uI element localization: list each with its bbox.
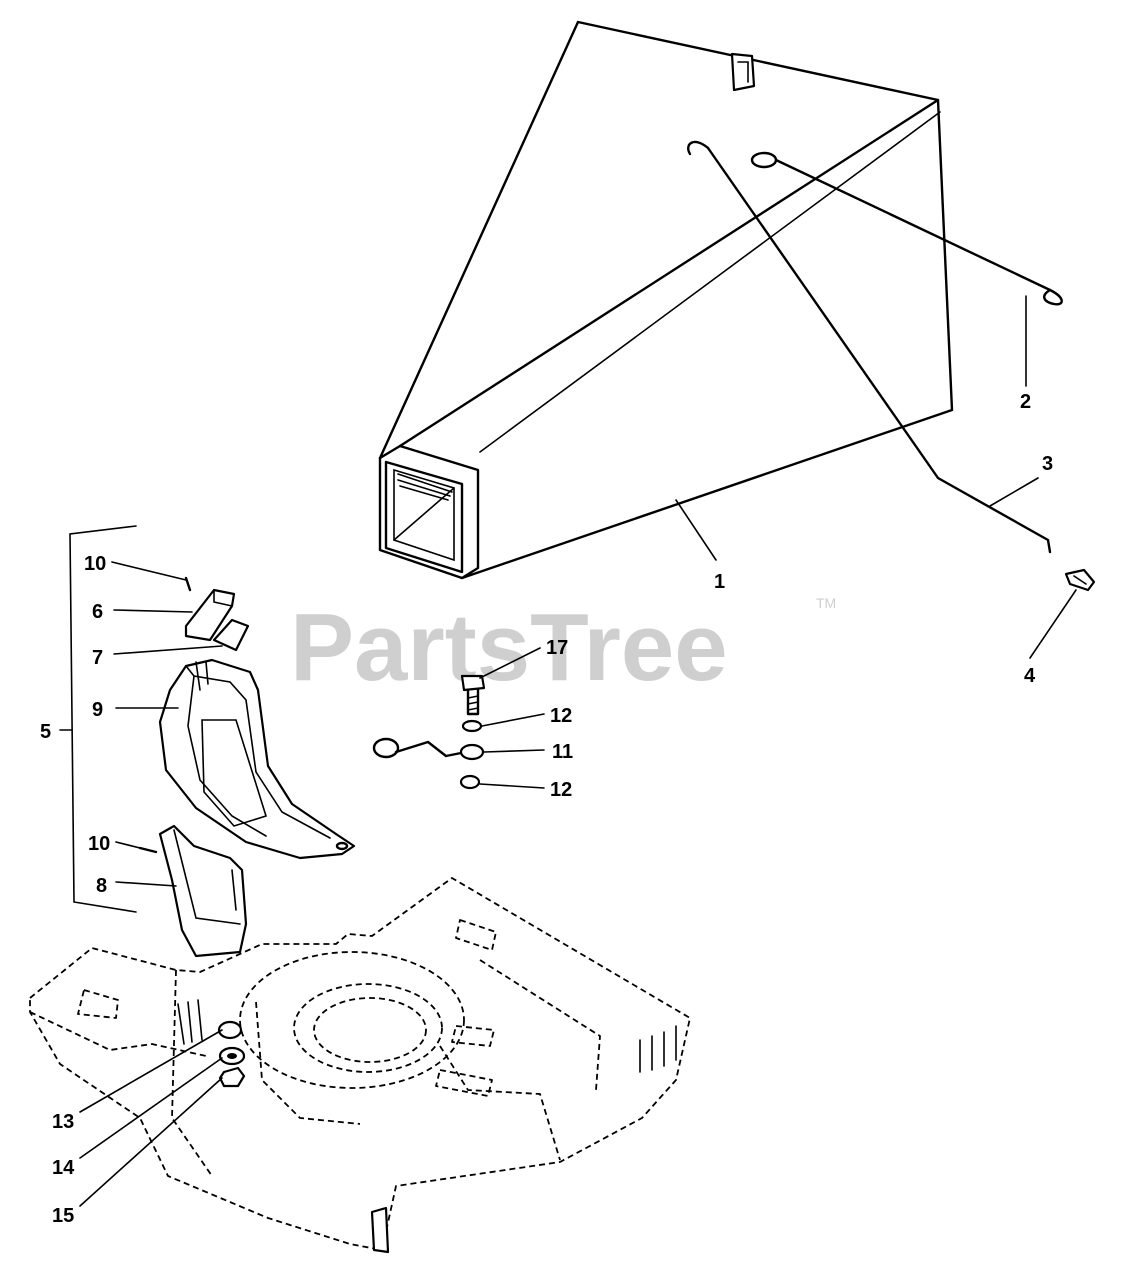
callout-15: 15	[52, 1205, 74, 1227]
callout-10-bottom: 10	[88, 833, 110, 855]
nut-15	[218, 1066, 246, 1088]
deflector-9	[158, 658, 356, 860]
callout-1: 1	[714, 571, 725, 593]
callout-8: 8	[96, 875, 107, 897]
callout-3: 3	[1042, 453, 1053, 475]
assembly-bracket-5	[59, 525, 137, 913]
washer-14-hole	[227, 1053, 237, 1059]
callout-9: 9	[92, 699, 103, 721]
spacer-13	[217, 1020, 243, 1040]
chute-door-8	[158, 824, 248, 958]
callout-2: 2	[1020, 391, 1031, 413]
screw-10-bottom	[138, 846, 158, 854]
clip-4	[1064, 568, 1096, 592]
grass-bag	[378, 20, 954, 580]
callout-13: 13	[52, 1111, 74, 1133]
callout-12-lower: 12	[550, 779, 572, 801]
callout-17: 17	[546, 637, 568, 659]
callout-14: 14	[52, 1157, 75, 1179]
support-rod-3	[687, 140, 1052, 554]
rod-11	[372, 737, 485, 761]
watermark-trademark: TM	[816, 595, 836, 611]
support-rod-2	[750, 151, 1063, 306]
callout-5: 5	[40, 721, 51, 743]
mower-deck	[29, 877, 691, 1254]
watermark: PartsTree	[290, 594, 728, 701]
washer-12-upper	[461, 719, 483, 733]
bolt-17	[460, 674, 486, 716]
callout-11: 11	[552, 741, 573, 763]
washer-12-lower	[459, 774, 481, 790]
plate-7	[212, 618, 250, 652]
callout-6: 6	[92, 601, 103, 623]
callout-10-top: 10	[84, 553, 106, 575]
callout-7: 7	[92, 647, 103, 669]
callout-12-upper: 12	[550, 705, 572, 727]
leader-lines	[79, 295, 1077, 1207]
callout-4: 4	[1024, 665, 1036, 687]
hinge-6	[184, 588, 236, 642]
